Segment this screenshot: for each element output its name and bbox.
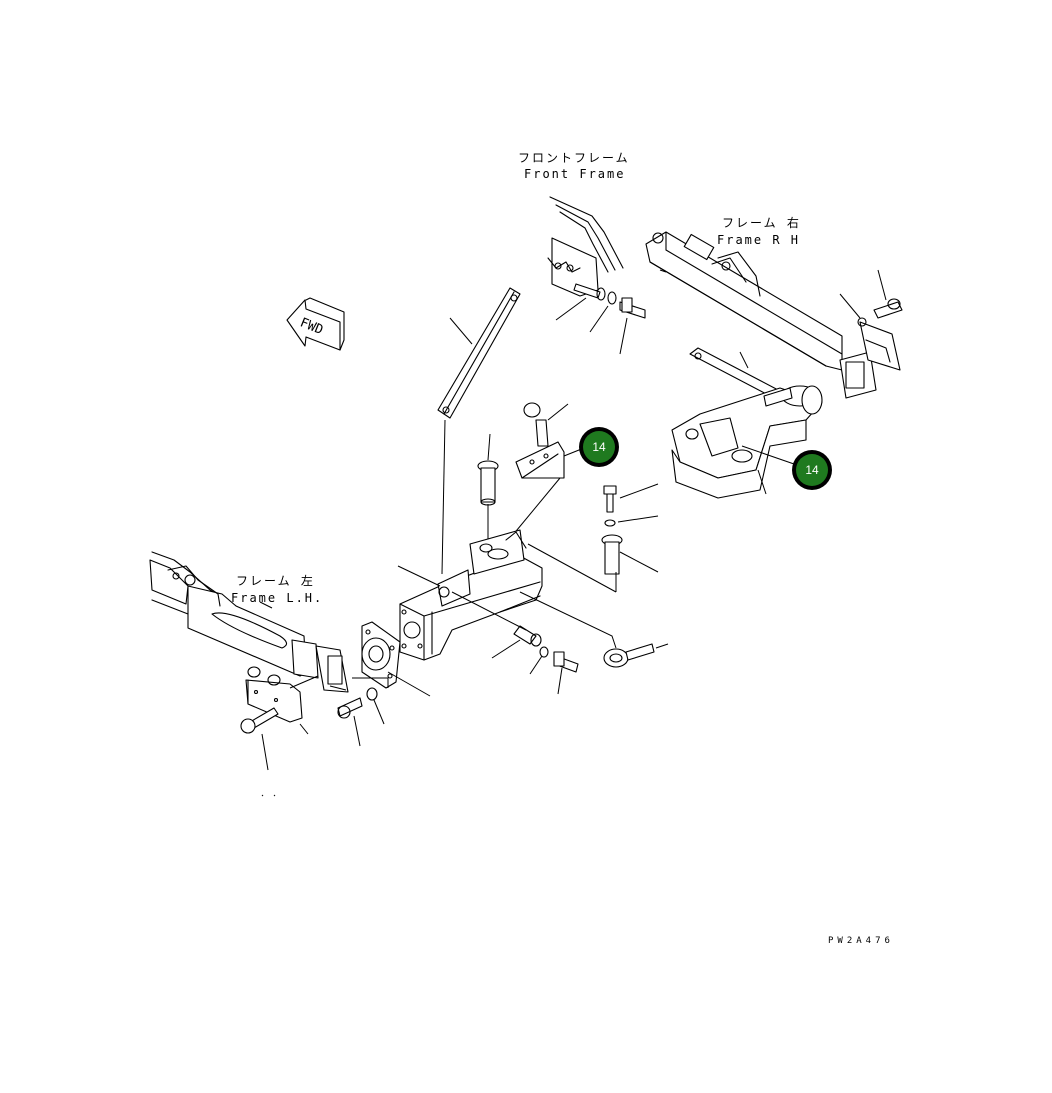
callout-number: 14 bbox=[592, 440, 606, 454]
frame-lh-part bbox=[149, 551, 349, 693]
front-frame-label-jp: フロントフレーム bbox=[518, 151, 630, 165]
mid-right-fastener-set bbox=[601, 483, 659, 575]
callout-badge bbox=[796, 454, 828, 486]
rear-rh-bolster-part bbox=[671, 385, 823, 499]
frame-rh-part bbox=[645, 231, 877, 399]
mark bbox=[261, 794, 264, 797]
callout-number: 14 bbox=[805, 463, 819, 477]
vertical-pin-part bbox=[477, 433, 499, 544]
callout-marker[interactable]: 14 bbox=[563, 427, 619, 467]
link-bar-part bbox=[437, 287, 521, 575]
center-bracket-part bbox=[511, 402, 569, 537]
frame-lh-label-en: Frame L.H. bbox=[231, 591, 323, 605]
frame-lh-label-jp: フレーム 左 bbox=[236, 573, 315, 588]
eye-bolt-part bbox=[519, 591, 669, 668]
lower-pin-bolt-set bbox=[451, 591, 579, 695]
mark bbox=[273, 794, 276, 797]
front-frame-label-en: Front Frame bbox=[524, 167, 625, 181]
callout-marker[interactable]: 14 bbox=[741, 445, 832, 490]
frame-rh-label-jp: フレーム 右 bbox=[722, 215, 801, 230]
drawing-code: PW2A476 bbox=[828, 936, 894, 946]
rh-rod-part bbox=[689, 347, 783, 399]
callout-badge bbox=[583, 431, 615, 463]
lh-bracket-bolt-set bbox=[240, 666, 319, 771]
fwd-arrow-icon: FWD bbox=[286, 297, 345, 351]
lh-flange-cap-part bbox=[329, 621, 431, 747]
front-pin-bolt-set bbox=[555, 283, 646, 355]
center-hitch-casting bbox=[397, 529, 617, 661]
frame-rh-label-en: Frame R H bbox=[717, 233, 800, 247]
front-frame-part bbox=[547, 196, 624, 297]
rh-bracket-bolt-set bbox=[839, 269, 903, 371]
